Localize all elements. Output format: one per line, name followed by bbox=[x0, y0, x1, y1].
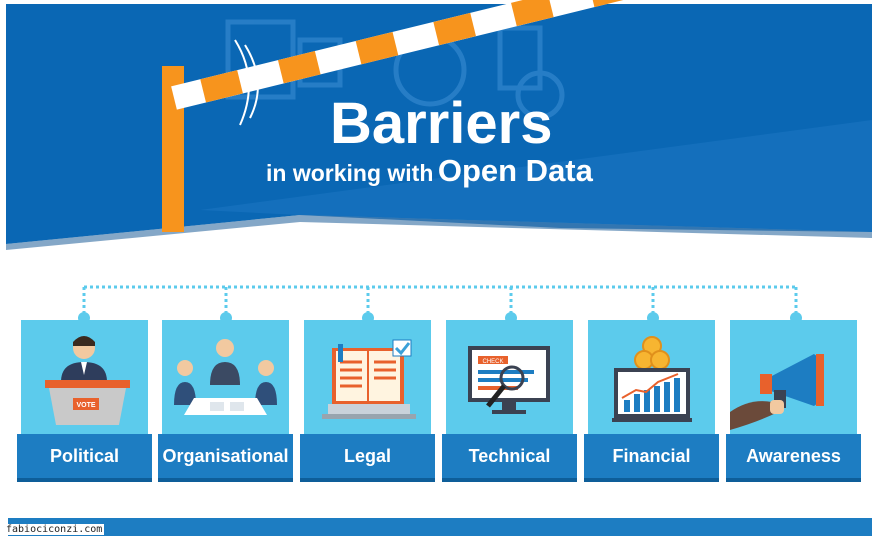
page-subtitle: in working with Open Data bbox=[266, 153, 593, 189]
banner bbox=[6, 0, 872, 250]
card-label: Legal bbox=[300, 434, 435, 478]
card-legal: Legal bbox=[300, 320, 435, 478]
page-title: Barriers bbox=[330, 91, 553, 156]
card-image: VOTE bbox=[21, 320, 148, 436]
coins-chart-icon bbox=[612, 336, 692, 422]
monitor-text: CHECK bbox=[482, 359, 503, 365]
monitor-magnifier-icon: CHECK bbox=[468, 346, 550, 414]
meeting-people-icon bbox=[174, 339, 277, 415]
subtitle-big: Open Data bbox=[437, 153, 593, 188]
card-label: Political bbox=[17, 434, 152, 478]
card-image bbox=[588, 320, 715, 436]
barrier-gate-icon bbox=[162, 0, 663, 232]
card-label: Organisational bbox=[158, 434, 293, 478]
card-image: CHECK bbox=[446, 320, 573, 436]
footer-bar bbox=[8, 518, 872, 536]
card-technical: CHECK Technical bbox=[442, 320, 577, 478]
card-financial: Financial bbox=[584, 320, 719, 478]
card-awareness: Awareness bbox=[726, 320, 861, 478]
ballot-text: VOTE bbox=[76, 402, 95, 409]
megaphone-icon bbox=[730, 354, 824, 430]
subtitle-small: in working with bbox=[266, 160, 434, 186]
card-organisational: Organisational bbox=[158, 320, 293, 478]
card-image bbox=[730, 320, 857, 436]
card-label: Awareness bbox=[726, 434, 861, 478]
card-image bbox=[162, 320, 289, 436]
card-political: VOTE Political bbox=[17, 320, 152, 478]
book-laptop-icon bbox=[322, 339, 416, 419]
card-label: Technical bbox=[442, 434, 577, 478]
card-image bbox=[304, 320, 431, 436]
credit-text: fabiociconzi.com bbox=[4, 524, 105, 535]
podium-vote-icon: VOTE bbox=[45, 336, 130, 425]
card-label: Financial bbox=[584, 434, 719, 478]
